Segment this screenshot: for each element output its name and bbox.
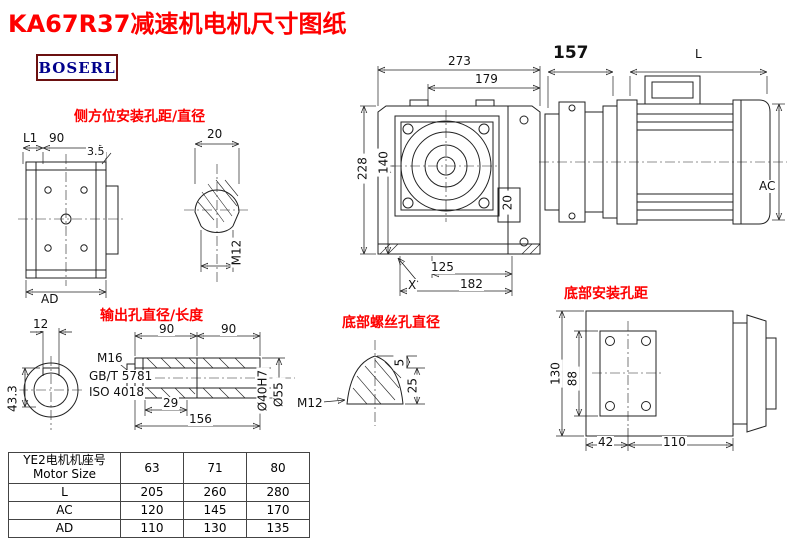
table-header-en: Motor Size xyxy=(32,466,97,481)
label-bottom-mount: 底部安装孔距 xyxy=(564,283,648,303)
dim-bs-d1: 5 xyxy=(392,354,407,371)
table-cell: 145 xyxy=(183,500,247,520)
table-cell: 205 xyxy=(120,482,184,502)
dim-bm-w2: 110 xyxy=(662,435,687,450)
table-cell: 280 xyxy=(246,482,310,502)
dim-side-l1: L1 xyxy=(22,131,39,146)
standard-iso: ISO 4018 xyxy=(88,385,145,400)
dim-bs-thread: M12 xyxy=(296,396,324,411)
label-output-hole: 输出孔直径/长度 xyxy=(100,305,204,325)
dim-front-width2: 179 xyxy=(474,72,499,87)
dim-bm-w1: 42 xyxy=(597,435,615,450)
dim-out-d2: Ø55 xyxy=(271,377,286,412)
table-cell: 135 xyxy=(246,518,310,538)
table-size-cell: 63 xyxy=(120,452,184,484)
table-header-cn: YE2电机机座号 xyxy=(23,453,106,467)
dim-bm-height2: 88 xyxy=(565,366,580,391)
label-bottom-screw: 底部螺丝孔直径 xyxy=(342,312,440,332)
dim-out-thread: M16 xyxy=(96,351,124,366)
motor-size-table: YE2电机机座号 Motor Size 63 71 80 L 205 260 2… xyxy=(8,452,310,538)
dim-front-base: 182 xyxy=(459,277,484,292)
side-hole-detail-drawing xyxy=(184,122,250,282)
standard-gbt: GB/T 5781 xyxy=(88,369,154,384)
dim-bm-height: 130 xyxy=(548,359,563,388)
table-cell: 170 xyxy=(246,500,310,520)
table-size-cell: 80 xyxy=(246,452,310,484)
table-header-row: YE2电机机座号 Motor Size 63 71 80 xyxy=(8,452,310,484)
dim-side-width: 90 xyxy=(48,131,66,146)
side-view-drawing xyxy=(18,128,124,298)
dim-out-l2: 90 xyxy=(220,322,238,337)
table-row: AC 120 145 170 xyxy=(8,500,310,520)
dim-hole-width: 20 xyxy=(206,127,224,142)
dim-shaft-height: 43.3 xyxy=(5,381,20,416)
dim-motor-length: L xyxy=(694,47,703,62)
dim-front-width: 273 xyxy=(447,54,472,69)
axis-x-label: X xyxy=(407,278,418,293)
table-row-label: L xyxy=(8,482,121,502)
dim-hole-thread: M12 xyxy=(229,237,244,268)
dim-motor-offset: 157 xyxy=(552,43,590,63)
page-title: KA67R37减速机电机尺寸图纸 xyxy=(8,10,347,38)
dim-out-total: 156 xyxy=(188,412,213,427)
table-cell: 260 xyxy=(183,482,247,502)
dim-bs-d2: 25 xyxy=(405,374,420,397)
table-header-cell: YE2电机机座号 Motor Size xyxy=(8,452,121,484)
dim-out-k: 29 xyxy=(162,396,180,411)
table-row: AD 110 130 135 xyxy=(8,518,310,538)
label-side-mount: 侧方位安装孔距/直径 xyxy=(74,106,206,126)
table-row-label: AD xyxy=(8,518,121,538)
dim-front-foot: 125 xyxy=(430,260,455,275)
dim-front-height2: 140 xyxy=(376,148,391,177)
bottom-screw-detail-drawing xyxy=(322,340,425,426)
dim-side-ad: AD xyxy=(40,292,60,307)
bottom-mount-view-drawing xyxy=(556,310,777,451)
dim-motor-ac: AC xyxy=(758,179,777,194)
dim-side-thickness: 3.5 xyxy=(86,145,106,159)
dim-front-height: 228 xyxy=(355,153,370,184)
table-cell: 120 xyxy=(120,500,184,520)
shaft-end-view-drawing xyxy=(18,328,84,430)
table-cell: 130 xyxy=(183,518,247,538)
table-size-cell: 71 xyxy=(183,452,247,484)
table-row: L 205 260 280 xyxy=(8,482,310,502)
table-cell: 110 xyxy=(120,518,184,538)
dim-out-d1: Ø40H7 xyxy=(255,367,270,414)
dim-out-l1: 90 xyxy=(158,322,176,337)
brand-logo: BOSERL xyxy=(36,54,118,81)
motor-view-drawing xyxy=(539,42,787,225)
front-view-drawing xyxy=(360,66,541,296)
dim-front-bore: 20 xyxy=(500,190,515,215)
table-row-label: AC xyxy=(8,500,121,520)
dim-shaft-key: 12 xyxy=(32,317,50,332)
